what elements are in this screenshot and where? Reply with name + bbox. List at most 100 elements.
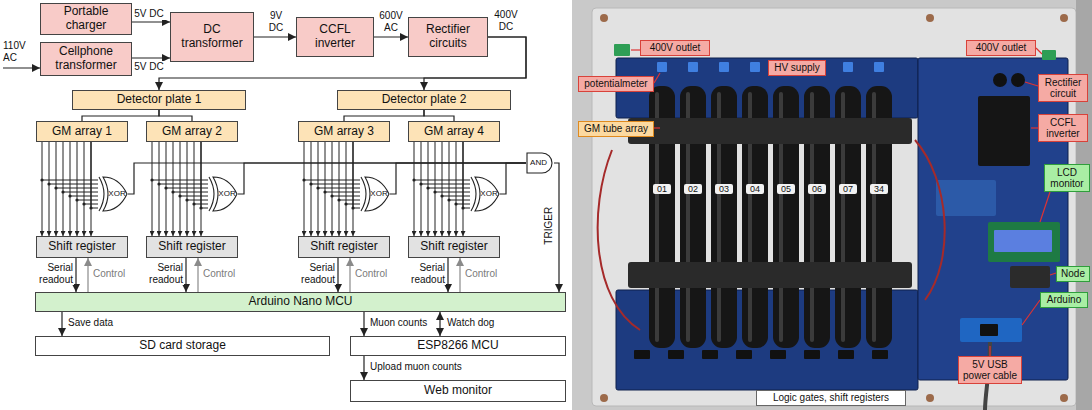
photo-callout: potentialmeter — [578, 76, 654, 92]
xor-gate: XOR — [98, 176, 128, 212]
node-label: GM array 3 — [314, 125, 374, 139]
connector — [363, 356, 364, 380]
edge-label: Control — [92, 268, 134, 280]
gm-array-box: GM array 4 — [408, 121, 500, 142]
rectifier-box: Rectifier circuits — [408, 17, 488, 57]
photo-callout: HV supply — [768, 60, 826, 76]
ccfl-inverter-box — [978, 96, 1030, 166]
input-label: 110V AC — [3, 40, 35, 63]
leader-line — [1031, 127, 1038, 128]
connector — [128, 163, 526, 194]
bus-line — [449, 142, 450, 236]
junction-dot — [68, 194, 71, 197]
logic-chip — [736, 350, 752, 359]
connector — [254, 36, 296, 37]
terminal-block — [614, 44, 630, 56]
junction-dot — [433, 190, 436, 193]
edge-label: Muon counts — [369, 317, 435, 329]
red-wire — [598, 150, 640, 330]
edge-label: 600V AC — [377, 10, 405, 33]
bus-line — [442, 142, 443, 236]
shift-register-box: Shift register — [146, 236, 238, 258]
monitor-box: Web monitor — [350, 380, 566, 402]
node-label: 400V outlet — [976, 42, 1027, 54]
bus-line — [49, 142, 50, 236]
junction-dot — [54, 186, 57, 189]
connector — [374, 36, 408, 37]
red-wire — [915, 140, 945, 300]
edge-label: 400V DC — [492, 9, 520, 32]
screw — [926, 394, 934, 402]
node-label: Cellphone transformer — [45, 45, 127, 73]
edge-label: 9V DC — [265, 10, 287, 33]
detector-plate-box: Detector plate 1 — [72, 90, 246, 110]
node-label: XOR — [480, 189, 497, 198]
tap-line — [77, 200, 98, 201]
junction-dot — [419, 182, 422, 185]
converter-board — [936, 180, 996, 216]
edge-label: 5V DC — [132, 61, 166, 73]
bus-line — [435, 142, 436, 236]
screw — [600, 394, 608, 402]
node-label: CCFL inverter — [1042, 117, 1084, 140]
connector — [463, 142, 470, 208]
photo-callout: GM tube array — [578, 121, 654, 137]
potentiometer — [874, 62, 884, 72]
edge-label: Control — [464, 268, 506, 280]
tube-clamp — [628, 118, 912, 144]
connector — [363, 312, 364, 336]
junction-dot — [454, 202, 457, 205]
connector — [424, 110, 454, 121]
tap-line — [63, 192, 98, 193]
tube-number: 06 — [808, 184, 826, 194]
edge-label: Serial readout — [36, 262, 74, 285]
junction-dot — [337, 198, 340, 201]
tube-number: 02 — [684, 184, 702, 194]
bus-line — [180, 142, 181, 236]
connector — [91, 142, 98, 208]
bus-line — [77, 142, 78, 236]
lcd-screen — [994, 230, 1052, 252]
photo-callout: 5V USB power cable — [958, 356, 1022, 384]
node-label: Shift register — [158, 240, 225, 254]
connector — [500, 163, 526, 194]
connector — [132, 21, 170, 22]
node-label: Logic gates, shift registers — [773, 392, 889, 404]
connector — [390, 163, 526, 194]
capacitor — [1011, 73, 1025, 87]
bus-line — [84, 142, 85, 236]
node-label: Web monitor — [424, 384, 492, 398]
connector — [61, 312, 62, 336]
photo-callout: LCD monitor — [1044, 164, 1090, 192]
bus-line — [456, 142, 457, 236]
node-label: AND — [530, 158, 547, 167]
connector — [42, 142, 43, 236]
node-label: Node — [1061, 268, 1085, 280]
shift-register-box: Shift register — [298, 236, 390, 258]
connector — [159, 110, 192, 121]
xor-gate: XOR — [470, 176, 500, 212]
bus-line — [339, 142, 340, 236]
tap-line — [449, 200, 470, 201]
leader-line — [631, 49, 640, 50]
potentiometer — [750, 62, 760, 72]
node-label: 5V USB power cable — [962, 359, 1018, 382]
photo-background — [572, 0, 1092, 410]
xor-body — [475, 177, 499, 211]
photo-callout: CCFL inverter — [1038, 114, 1088, 142]
node-label: ESP8266 MCU — [417, 339, 498, 353]
node-label: Portable charger — [45, 5, 127, 33]
terminal-block — [1042, 50, 1056, 60]
node-label: Rectifier circuits — [413, 23, 483, 51]
tube-number: 03 — [715, 184, 733, 194]
logic-chip — [668, 350, 684, 359]
photo-callout: 400V outlet — [966, 40, 1036, 56]
junction-dot — [447, 198, 450, 201]
connector — [554, 163, 559, 292]
xor-body — [213, 177, 237, 211]
xor-back-curve — [209, 177, 214, 211]
photo-callout: Rectifier circuit — [1038, 74, 1088, 102]
leader-line — [989, 346, 990, 356]
junction-dot — [316, 186, 319, 189]
junction-dot — [171, 190, 174, 193]
